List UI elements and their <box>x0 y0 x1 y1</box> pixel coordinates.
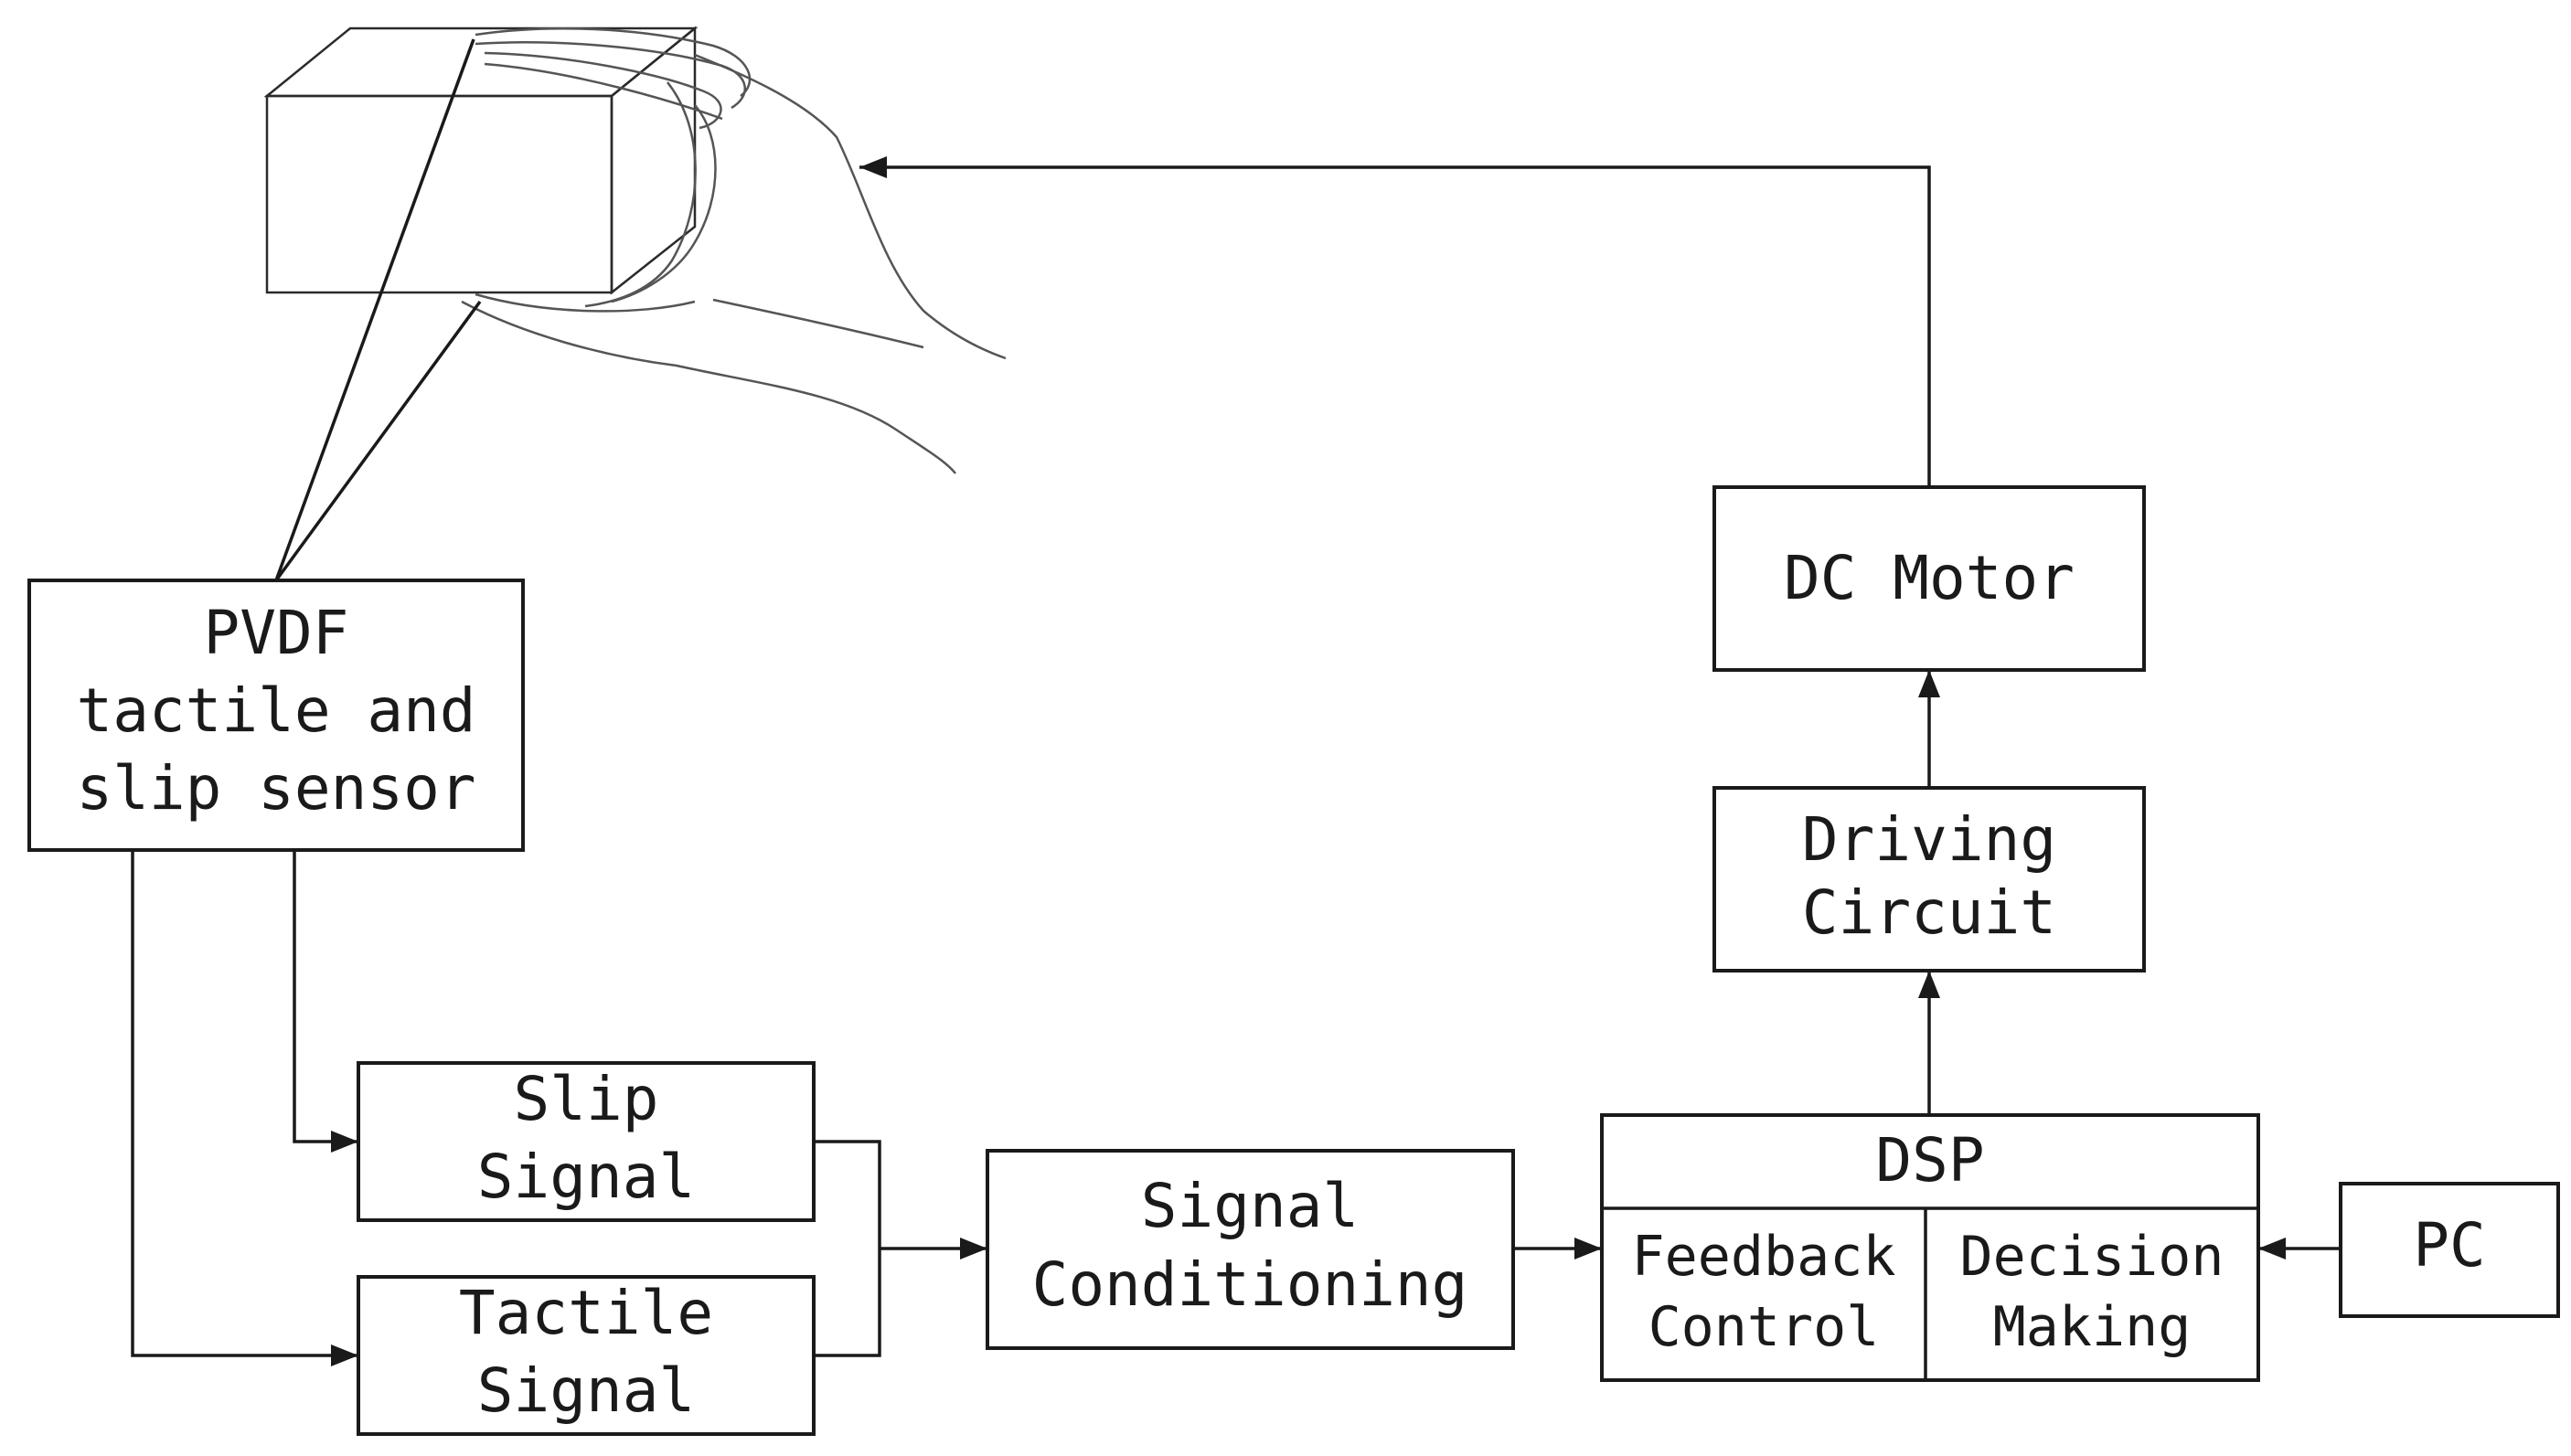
conditioning-to-dsp-arrowhead <box>1574 1238 1602 1259</box>
sensor-lead-top <box>274 38 475 581</box>
grasped-object-box <box>263 26 699 295</box>
driving-circuit-label-line1: Driving <box>1802 804 2056 875</box>
pc-label: PC <box>2413 1210 2485 1281</box>
slip-signal-label-line1: Slip <box>514 1064 659 1134</box>
merge-to-conditioning-arrowhead <box>960 1238 987 1259</box>
sensor-to-slip-signal-wire <box>293 850 358 1143</box>
dsp-block: DSP Feedback Control Decision Making <box>1600 1113 2260 1382</box>
pvdf-sensor-block: PVDF tactile and slip sensor <box>27 579 525 852</box>
motor-to-hand-wire <box>859 165 1931 487</box>
driving-circuit-block: Driving Circuit <box>1712 786 2146 972</box>
pvdf-sensor-label-line3: slip sensor <box>76 753 475 824</box>
dsp-to-driving-circuit-arrowhead <box>1918 971 1940 998</box>
signal-conditioning-block: Signal Conditioning <box>986 1149 1515 1350</box>
driving-circuit-to-motor-arrowhead <box>1918 670 1940 697</box>
feedback-control-label-line1: Feedback <box>1632 1225 1896 1289</box>
driving-circuit-label-line2: Circuit <box>1802 877 2056 948</box>
slip-signal-label-line2: Signal <box>477 1142 695 1212</box>
dc-motor-label: DC Motor <box>1784 543 2075 613</box>
hand-grip-illustration <box>263 26 1007 582</box>
connections <box>131 156 2341 1366</box>
pc-block: PC <box>2339 1182 2560 1318</box>
tactile-signal-label-line1: Tactile <box>459 1278 713 1348</box>
decision-making-label-line1: Decision <box>1960 1225 2224 1289</box>
slip-signal-block: Slip Signal <box>357 1061 816 1222</box>
pc-to-dsp-arrowhead <box>2258 1238 2286 1259</box>
signal-conditioning-label-line1: Signal <box>1141 1171 1359 1241</box>
sensor-to-tactile-signal-arrowhead <box>331 1344 358 1366</box>
dsp-title: DSP <box>1875 1125 1984 1196</box>
signal-merge-bracket <box>814 1140 881 1357</box>
feedback-control-label-line2: Control <box>1648 1295 1880 1359</box>
pvdf-sensor-label-line1: PVDF <box>204 598 349 668</box>
sensor-to-tactile-signal-wire <box>131 850 358 1357</box>
tactile-signal-block: Tactile Signal <box>357 1275 816 1436</box>
hand-fingers <box>461 27 1007 474</box>
dc-motor-block: DC Motor <box>1712 485 2146 672</box>
sensor-to-slip-signal-arrowhead <box>331 1131 358 1153</box>
sensor-lead-bottom <box>274 300 482 582</box>
pvdf-sensor-label-line2: tactile and <box>76 675 475 746</box>
motor-to-hand-arrowhead <box>859 156 887 178</box>
signal-conditioning-label-line2: Conditioning <box>1032 1249 1468 1320</box>
decision-making-label-line2: Making <box>1993 1295 2192 1359</box>
tactile-signal-label-line2: Signal <box>477 1355 695 1426</box>
